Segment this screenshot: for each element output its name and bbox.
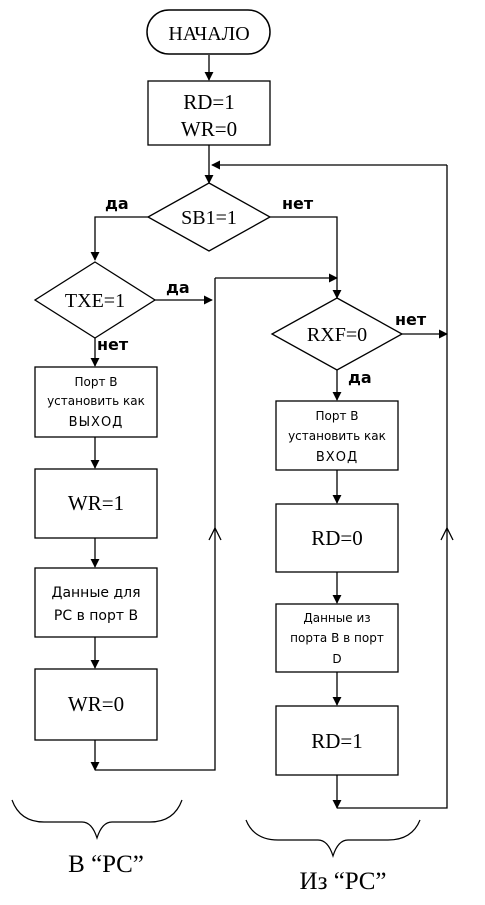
txe-label: TXE=1 [65,290,125,312]
sb1-decision [146,182,272,252]
rd0-block [275,503,399,573]
txe-no-label: нет [97,335,129,354]
in-port-line1: Порт B [315,409,358,423]
in-port-line3: ВХОД [316,450,358,465]
rd0-label: RD=0 [311,526,363,550]
rd1-block [275,705,399,776]
caption-right: Из “PC” [300,868,387,895]
in-port-line2: установить как [288,429,386,443]
out-port-line1: Порт B [74,375,117,389]
rd1-label: RD=1 [311,729,363,753]
data-from-pc-line1: Данные из [303,611,370,625]
wr1-block [34,468,158,539]
init-block [147,80,271,146]
out-port-line3: ВЫХОД [69,415,124,430]
sb1-no-label: нет [282,194,314,213]
data-to-pc-line2: PC в порт B [54,608,138,624]
rxf-yes-label: да [348,368,372,387]
txe-decision [33,261,157,339]
start-terminal [146,9,271,55]
wr0-block [34,668,158,741]
caption-left: В “PC” [68,851,144,878]
wr1-label: WR=1 [68,491,124,515]
init-line2: WR=0 [181,117,237,141]
init-line1: RD=1 [183,90,235,114]
data-to-pc-line1: Данные для [52,585,141,601]
right-brace [245,819,421,859]
data-from-pc-line2: порта B в порт [290,631,384,645]
sb1-label: SB1=1 [181,207,237,229]
rxf-decision [270,297,404,371]
in-port-block [275,400,399,471]
rxf-label: RXF=0 [307,324,367,346]
txe-yes-label: да [166,278,190,297]
rxf-no-label: нет [395,310,427,329]
start-label: НАЧАЛО [168,23,249,45]
left-brace [11,799,183,841]
data-from-pc-block [275,603,399,673]
sb1-yes-label: да [105,194,129,213]
wr0-label: WR=0 [68,692,124,716]
connector-lines [90,55,454,809]
out-port-block [34,366,158,438]
data-from-pc-line3: D [332,652,341,666]
out-port-line2: установить как [47,394,145,408]
data-to-pc-block [34,567,158,638]
